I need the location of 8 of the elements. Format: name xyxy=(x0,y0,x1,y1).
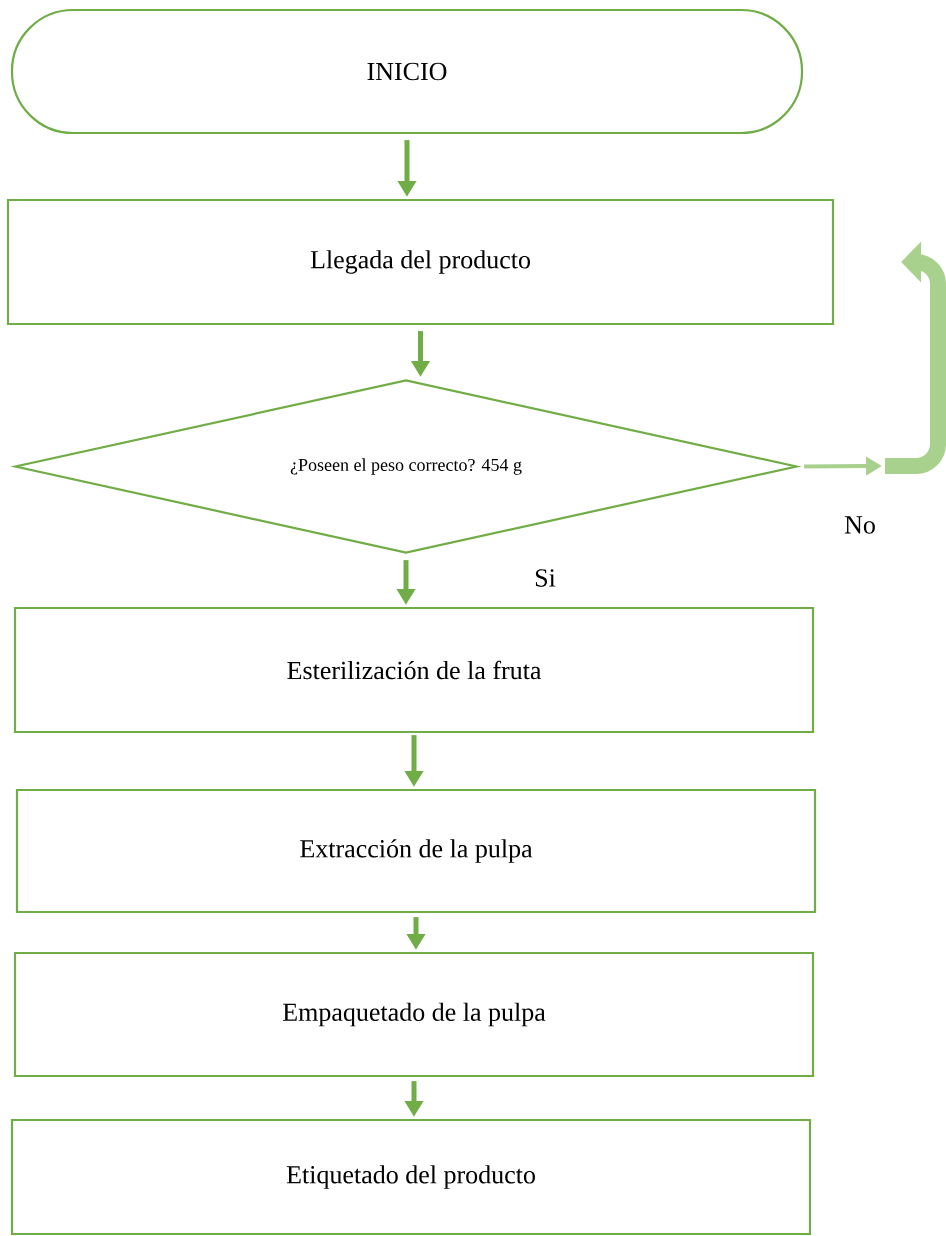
edge-label: No xyxy=(842,514,878,536)
process-box: Esterilización de la fruta xyxy=(13,606,815,734)
process-box: Llegada del producto xyxy=(6,198,835,326)
process-box: Empaquetado de la pulpa xyxy=(13,951,815,1078)
edge-label: Si xyxy=(532,567,558,589)
start-terminal: INICIO xyxy=(10,8,804,135)
process-box: Etiquetado del producto xyxy=(10,1118,812,1236)
process-box: Extracción de la pulpa xyxy=(15,788,817,914)
